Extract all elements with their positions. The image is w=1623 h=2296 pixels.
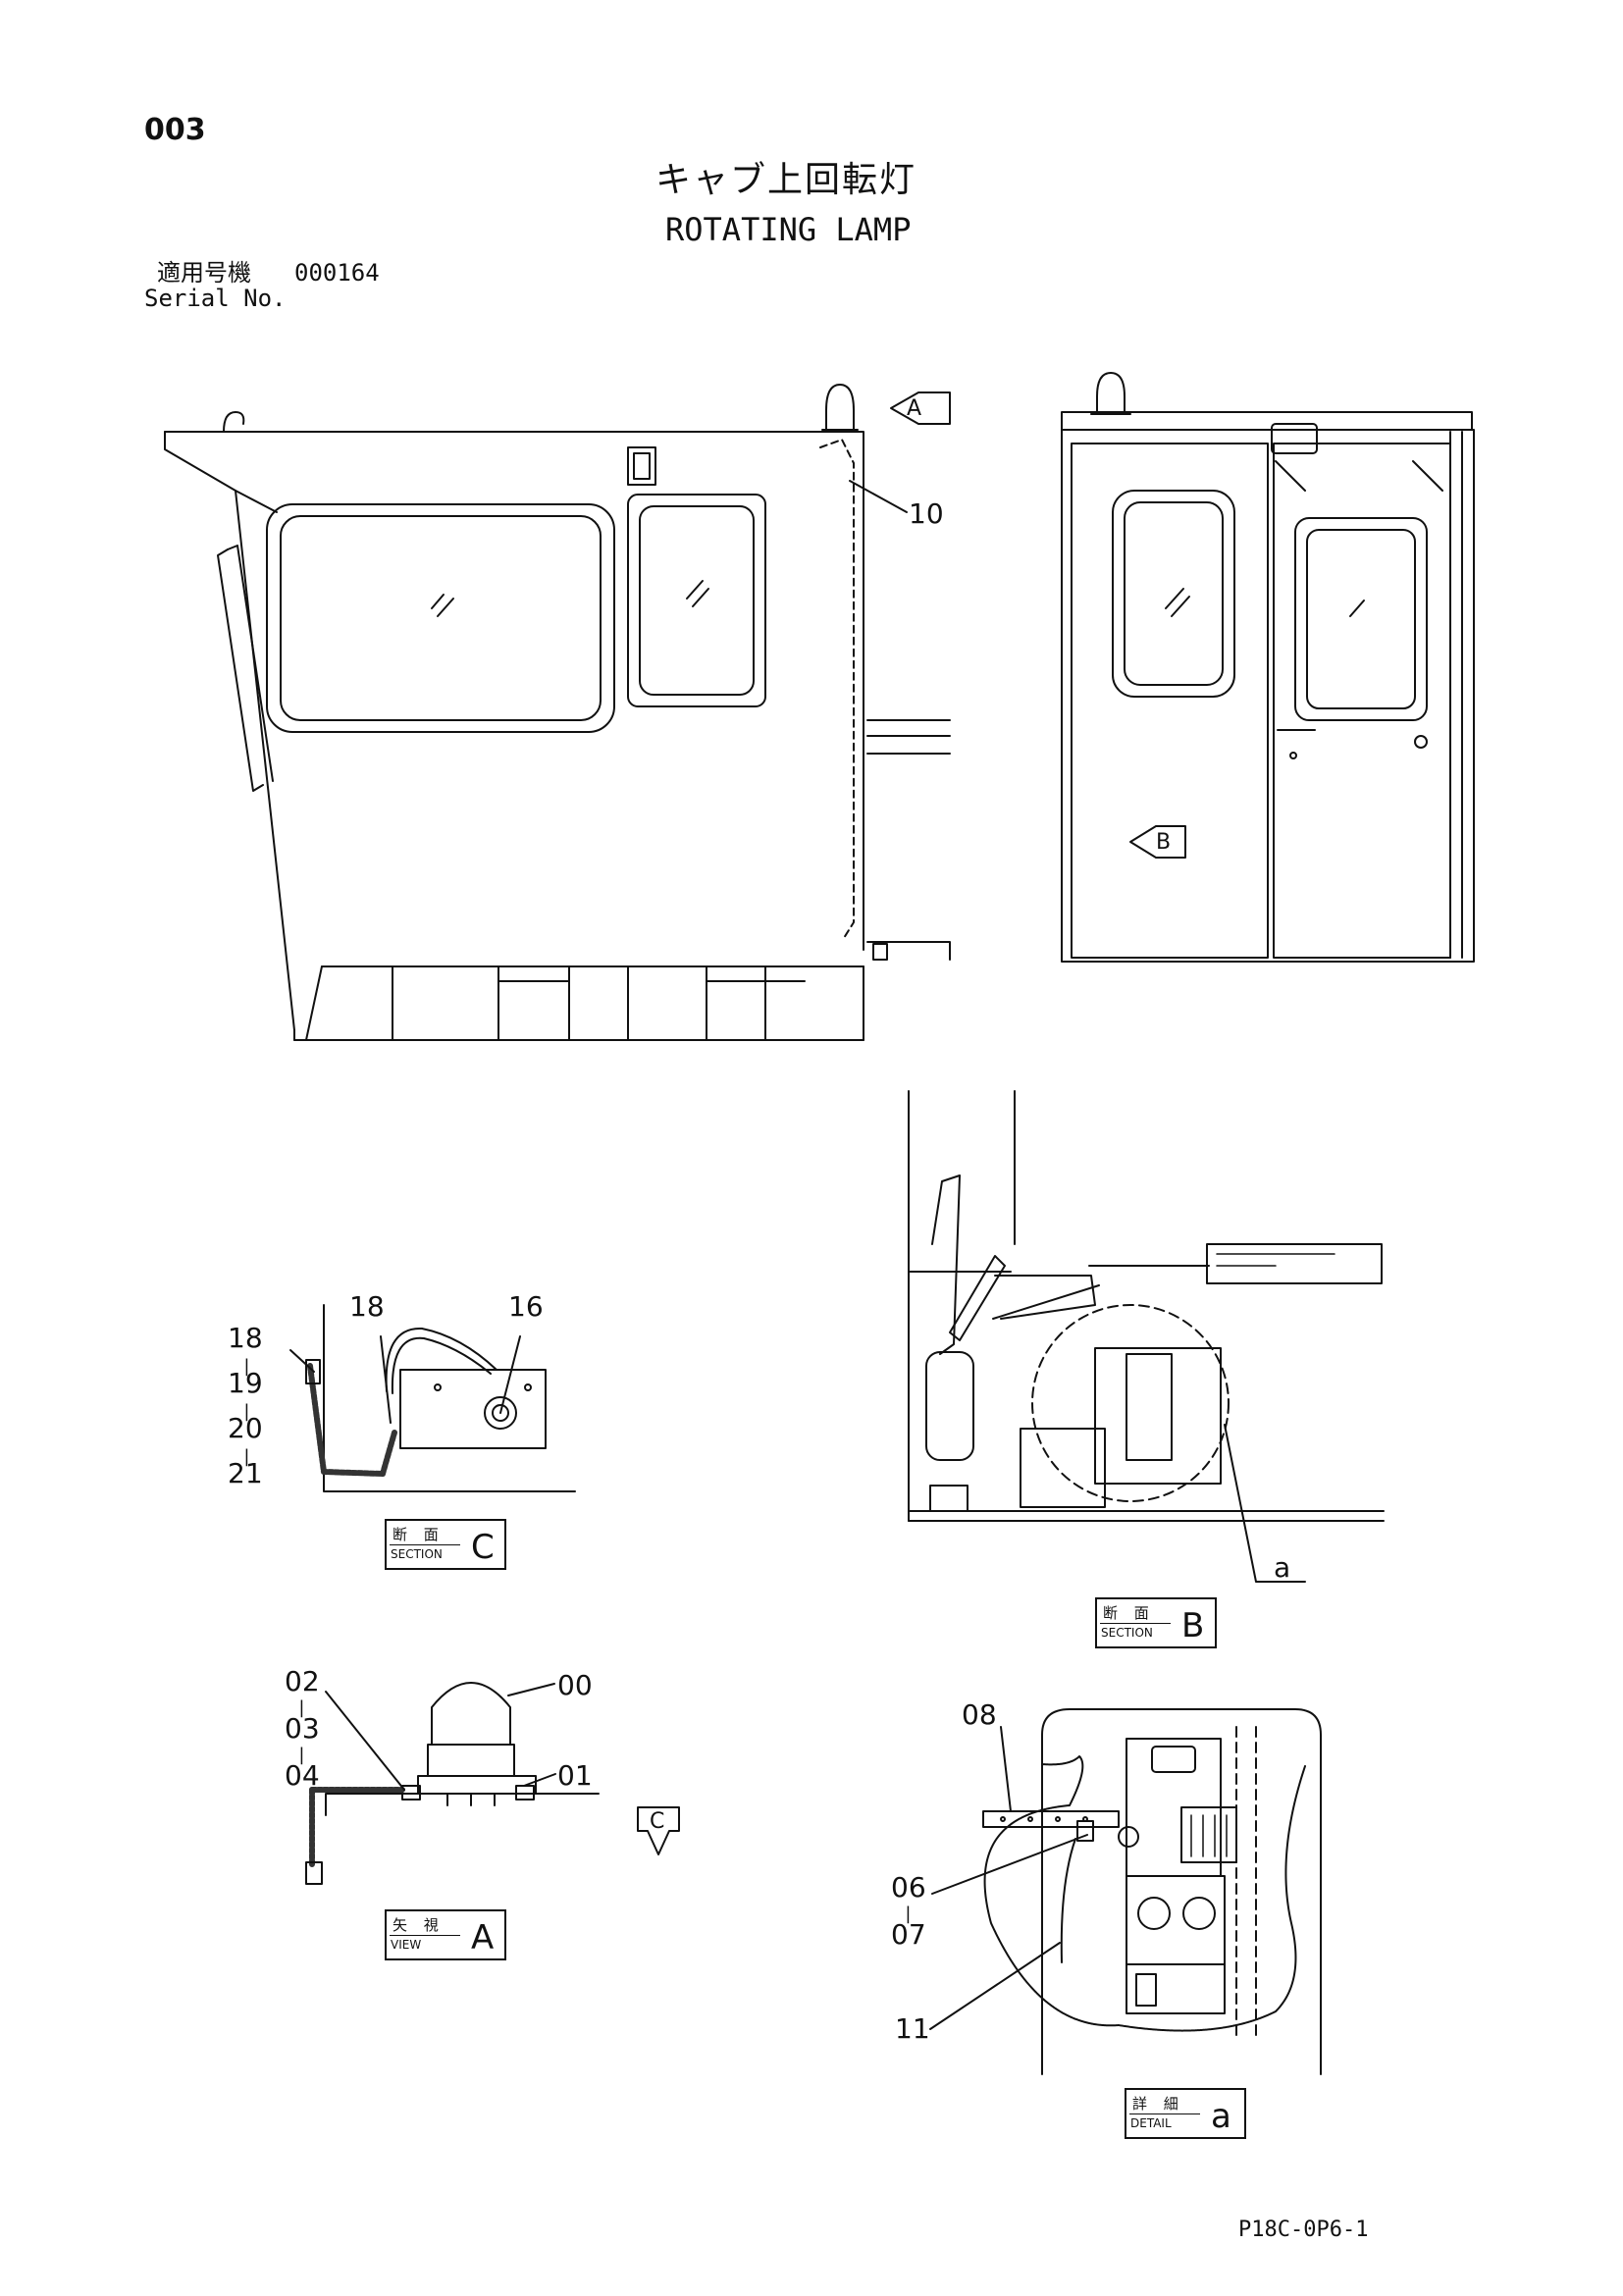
cab-side-view <box>164 384 951 1041</box>
view-marker-a: A <box>907 396 922 421</box>
view-a-label: 矢 視 VIEW A <box>385 1909 506 1960</box>
section-c-label-letter: C <box>471 1528 495 1567</box>
callout-11: 11 <box>895 2012 930 2045</box>
callout-08: 08 <box>962 1698 997 1731</box>
serial-number-value: 000164 <box>294 259 380 287</box>
callout-a: a <box>1274 1551 1291 1584</box>
serial-label-english: Serial No. <box>144 285 287 312</box>
callout-16: 16 <box>508 1290 544 1323</box>
section-c-label-en: SECTION <box>391 1547 443 1561</box>
stack-dash: | <box>241 1356 252 1377</box>
section-b-label-en: SECTION <box>1101 1626 1153 1640</box>
drawing-code: P18C-0P6-1 <box>1238 2218 1369 2242</box>
section-b-drawing <box>908 1090 1385 1583</box>
stack-dash: | <box>296 1697 307 1718</box>
callout-18-side: 18 <box>349 1290 385 1323</box>
cab-rear-view <box>1061 372 1475 963</box>
callout-01: 01 <box>557 1759 593 1792</box>
section-b-label-letter: B <box>1181 1606 1205 1645</box>
callout-02: 02 <box>285 1665 320 1697</box>
callout-00: 00 <box>557 1669 593 1701</box>
view-a-label-jp: 矢 視 <box>393 1916 445 1934</box>
view-a-drawing <box>305 1682 680 1885</box>
detail-a-label-jp: 詳 細 <box>1132 2095 1184 2113</box>
section-b-label-jp: 断 面 <box>1103 1604 1155 1622</box>
section-c-label: 断 面 SECTION C <box>385 1519 506 1570</box>
callout-19: 19 <box>228 1367 263 1399</box>
stack-dash: | <box>296 1745 307 1765</box>
stack-dash: | <box>903 1904 914 1924</box>
callout-20: 20 <box>228 1412 263 1444</box>
title-english: ROTATING LAMP <box>665 211 912 248</box>
section-b-label: 断 面 SECTION B <box>1095 1597 1217 1648</box>
label-divider <box>390 1935 460 1936</box>
callout-04: 04 <box>285 1759 320 1792</box>
view-marker-b: B <box>1156 830 1172 855</box>
serial-label-japanese: 適用号機 <box>157 259 251 287</box>
detail-a-label-letter: a <box>1211 2097 1231 2136</box>
callout-07: 07 <box>891 1918 926 1951</box>
detail-a-drawing <box>929 1708 1322 2075</box>
detail-a-label: 詳 細 DETAIL a <box>1125 2088 1246 2139</box>
callout-18: 18 <box>228 1322 263 1354</box>
view-marker-c: C <box>650 1809 665 1834</box>
view-a-label-en: VIEW <box>391 1938 422 1952</box>
label-divider <box>390 1544 460 1545</box>
callout-10: 10 <box>909 497 944 530</box>
detail-a-label-en: DETAIL <box>1130 2116 1172 2130</box>
label-divider <box>1100 1623 1171 1624</box>
section-c-drawing <box>289 1304 576 1492</box>
stack-dash: | <box>241 1446 252 1467</box>
label-divider <box>1129 2113 1200 2114</box>
stack-dash: | <box>241 1401 252 1422</box>
callout-21: 21 <box>228 1457 263 1489</box>
callout-06: 06 <box>891 1871 926 1904</box>
title-japanese: キャブ上回転灯 <box>655 160 917 200</box>
view-a-label-letter: A <box>471 1918 495 1957</box>
section-c-label-jp: 断 面 <box>393 1526 445 1543</box>
callout-03: 03 <box>285 1712 320 1745</box>
page-number: 003 <box>144 113 206 147</box>
